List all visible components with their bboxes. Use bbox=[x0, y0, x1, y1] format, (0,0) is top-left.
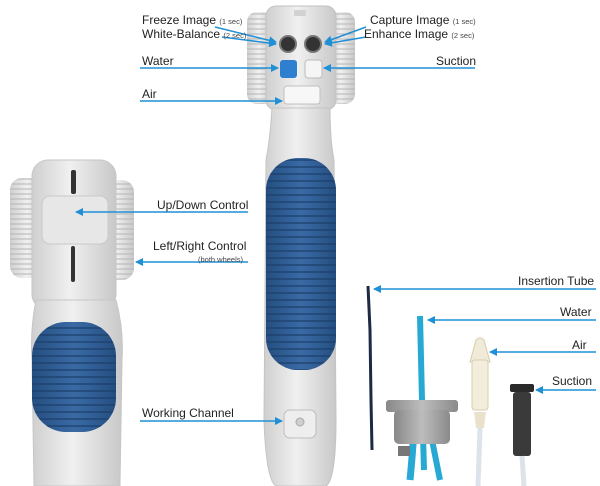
water-tube bbox=[417, 315, 427, 471]
suction-valve-label: Suction bbox=[552, 374, 593, 388]
white-balance-text: White-Balance bbox=[142, 27, 221, 41]
insertion-tube-label: Insertion Tube bbox=[518, 274, 595, 288]
water-tube-label: Water bbox=[560, 305, 592, 319]
white-balance-duration: (2 sec) bbox=[223, 31, 247, 40]
enhance-image-duration: (2 sec) bbox=[451, 31, 475, 40]
capture-image-button[interactable] bbox=[304, 35, 322, 53]
suction-button[interactable] bbox=[304, 59, 323, 79]
side-handle bbox=[10, 159, 134, 486]
callout-arrows bbox=[75, 26, 596, 425]
suction-valve bbox=[510, 384, 534, 392]
main-handle bbox=[247, 5, 355, 486]
freeze-image-text: Freeze Image bbox=[142, 13, 217, 27]
freeze-image-duration: (1 sec) bbox=[219, 17, 243, 26]
freeze-image-button[interactable] bbox=[279, 35, 297, 53]
air-valve bbox=[469, 337, 491, 363]
water-button-label: Water bbox=[142, 54, 174, 68]
suction-button-label: Suction bbox=[436, 54, 477, 68]
enhance-image-label: Enhance Image (2 sec) bbox=[364, 27, 474, 43]
channel-cap bbox=[386, 400, 458, 412]
working-channel-label: Working Channel bbox=[142, 406, 234, 420]
left-right-control-note: (both wheels) bbox=[198, 255, 244, 264]
water-button[interactable] bbox=[280, 60, 297, 78]
capture-image-text: Capture Image bbox=[370, 13, 450, 27]
air-button-label: Air bbox=[142, 87, 157, 101]
air-valve-label: Air bbox=[572, 338, 587, 352]
arrow-freeze bbox=[214, 26, 277, 45]
capture-image-label: Capture Image (1 sec) bbox=[370, 13, 476, 29]
capture-image-duration: (1 sec) bbox=[452, 17, 476, 26]
insertion-tube bbox=[366, 285, 374, 451]
freeze-image-label: Freeze Image (1 sec) bbox=[142, 13, 242, 29]
enhance-image-text: Enhance Image bbox=[364, 27, 449, 41]
arrow-enhance bbox=[324, 36, 367, 47]
air-button[interactable] bbox=[283, 85, 321, 105]
up-down-control-label: Up/Down Control bbox=[157, 198, 249, 212]
left-right-control-label: Left/Right Control bbox=[153, 239, 247, 253]
white-balance-label: White-Balance (2 sec) bbox=[142, 27, 246, 43]
arrow-white-balance bbox=[221, 36, 277, 48]
accessories bbox=[366, 285, 534, 486]
